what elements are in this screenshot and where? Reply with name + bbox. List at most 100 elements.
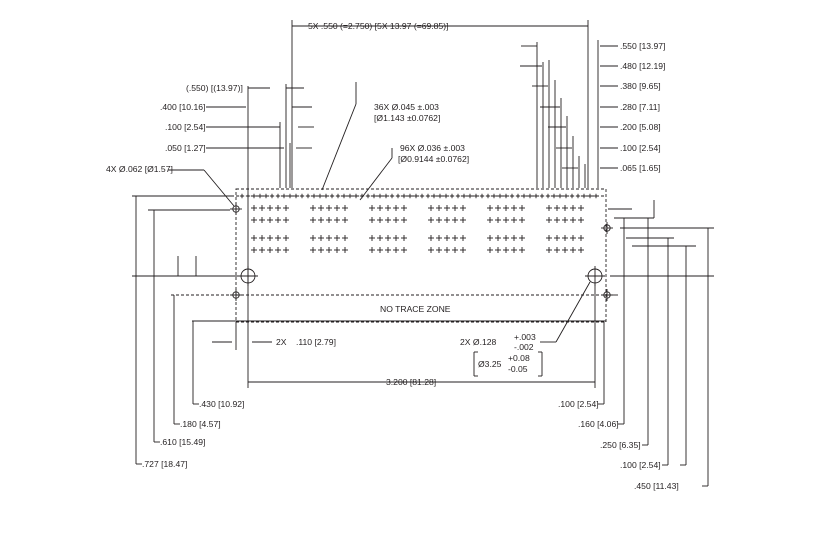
signal-pin — [570, 247, 576, 253]
front-row-pin — [521, 193, 527, 199]
metric-tolerance-plus: +0.08 — [508, 353, 530, 363]
signal-pin — [267, 235, 273, 241]
signal-pin — [369, 235, 375, 241]
signal-pin — [393, 205, 399, 211]
front-row-pin — [509, 193, 515, 199]
front-row-pin — [545, 193, 551, 199]
mount-hole-marker — [601, 222, 613, 234]
dim-280-label: .280 [7.11] — [620, 102, 660, 112]
signal-pin — [487, 205, 493, 211]
signal-pin — [487, 217, 493, 223]
signal-pin — [570, 217, 576, 223]
signal-pin — [562, 205, 568, 211]
signal-pin — [326, 235, 332, 241]
dim-610-label: .610 [15.49] — [160, 437, 205, 447]
pin-array — [239, 193, 599, 253]
front-row-pin — [491, 193, 497, 199]
signal-pin — [275, 217, 281, 223]
signal-pin — [436, 235, 442, 241]
signal-pin — [318, 205, 324, 211]
signal-pin — [452, 205, 458, 211]
signal-pin — [452, 235, 458, 241]
signal-pin — [460, 247, 466, 253]
signal-pin — [554, 205, 560, 211]
front-row-pin — [305, 193, 311, 199]
signal-pin — [267, 247, 273, 253]
signal-pin — [570, 235, 576, 241]
signal-pin — [310, 247, 316, 253]
signal-pin — [578, 205, 584, 211]
front-row-pin — [395, 193, 401, 199]
signal-pin — [503, 235, 509, 241]
signal-pin — [342, 235, 348, 241]
front-row-pin — [335, 193, 341, 199]
front-row-pin — [365, 193, 371, 199]
front-row-pin — [503, 193, 509, 199]
dim-450-label: .450 [11.43] — [634, 481, 679, 491]
front-row-pin — [557, 193, 563, 199]
signal-pin — [334, 205, 340, 211]
signal-pin — [275, 247, 281, 253]
signal-pin — [393, 217, 399, 223]
signal-pin — [377, 217, 383, 223]
signal-pin — [452, 247, 458, 253]
front-row-pin — [467, 193, 473, 199]
signal-pin — [570, 205, 576, 211]
front-row-pin — [317, 193, 323, 199]
no-trace-zone-label: NO TRACE ZONE — [380, 304, 451, 314]
front-row-pin — [299, 193, 305, 199]
signal-pin — [546, 217, 552, 223]
dim-480-label: .480 [12.19] — [620, 61, 665, 71]
hole-96x-callout: 96X Ø.036 ±.003 — [400, 143, 465, 153]
signal-pin — [267, 217, 273, 223]
signal-pin — [444, 247, 450, 253]
metric-hole-callout: Ø3.25 — [478, 359, 502, 369]
signal-pin — [503, 217, 509, 223]
front-row-pin — [239, 193, 245, 199]
tolerance-plus: +.003 — [514, 332, 536, 342]
signal-pin — [342, 217, 348, 223]
signal-pin — [554, 217, 560, 223]
signal-pin — [554, 247, 560, 253]
front-row-pin — [413, 193, 419, 199]
signal-pin — [310, 217, 316, 223]
signal-pin — [487, 235, 493, 241]
mount-hole-callout: 4X Ø.062 [Ø1.57] — [106, 164, 173, 174]
dim-110-label: .110 [2.79] — [296, 337, 336, 347]
two-x-label: 2X — [276, 337, 287, 347]
signal-pin — [401, 235, 407, 241]
signal-pin — [318, 235, 324, 241]
signal-pin — [546, 205, 552, 211]
front-row-pin — [377, 193, 383, 199]
mount-hole-marker — [230, 203, 242, 215]
front-row-pin — [257, 193, 263, 199]
signal-pin — [283, 217, 289, 223]
signal-pin — [259, 217, 265, 223]
dim-380-label: .380 [9.65] — [620, 81, 661, 91]
front-row-pin — [479, 193, 485, 199]
front-row-pin — [263, 193, 269, 199]
dim-550-label: .550 [13.97] — [620, 41, 665, 51]
signal-pin — [487, 247, 493, 253]
signal-pin — [393, 235, 399, 241]
front-row-pin — [251, 193, 257, 199]
front-row-pin — [527, 193, 533, 199]
signal-pin — [385, 235, 391, 241]
signal-pin — [546, 235, 552, 241]
dim-160-label: .160 [4.06] — [578, 419, 619, 429]
overall-width-label: 3.200 [81.28] — [386, 377, 436, 387]
dim-065-label: .065 [1.65] — [620, 163, 661, 173]
signal-pin — [436, 247, 442, 253]
overall-pitch-span-label: 5X .550 (=2.750) [5X 13.97 (=69.85)] — [308, 21, 448, 31]
signal-pin — [401, 217, 407, 223]
front-row-pin — [443, 193, 449, 199]
signal-pin — [495, 217, 501, 223]
front-row-pin — [407, 193, 413, 199]
signal-pin — [393, 247, 399, 253]
front-row-pin — [371, 193, 377, 199]
dim-250-label: .250 [6.35] — [600, 440, 641, 450]
signal-pin — [326, 205, 332, 211]
front-row-pin — [485, 193, 491, 199]
front-row-pin — [341, 193, 347, 199]
front-row-pin — [347, 193, 353, 199]
